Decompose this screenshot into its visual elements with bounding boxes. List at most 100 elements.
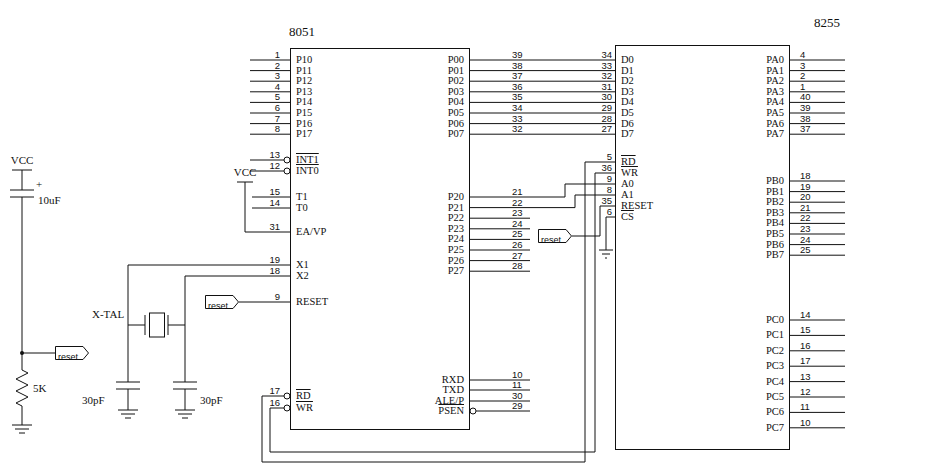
pin-number: 15 xyxy=(269,187,280,196)
pin-number: 2 xyxy=(800,71,805,80)
pin-name: P25 xyxy=(448,245,464,255)
signal-wire xyxy=(470,70,615,71)
pin-number: 28 xyxy=(601,114,612,123)
pin-number: 25 xyxy=(800,245,811,254)
pin-number: 8 xyxy=(607,185,612,194)
component-value: 30pF xyxy=(82,395,105,406)
pin-name: WR xyxy=(621,168,638,178)
pin-name: PB6 xyxy=(766,240,784,250)
pin-name: PA7 xyxy=(766,129,784,139)
capacitor-symbol xyxy=(10,190,34,197)
pin-number: 17 xyxy=(269,386,280,395)
pin-name: PB1 xyxy=(766,187,784,197)
pin-number: 30 xyxy=(512,391,523,400)
pin-number: 6 xyxy=(607,207,612,216)
pin-name: PB7 xyxy=(766,250,784,260)
pin-number: 37 xyxy=(512,71,523,80)
chip-title: 8255 xyxy=(814,16,840,30)
pin-number: 25 xyxy=(512,229,523,238)
pin-name: PC7 xyxy=(766,423,784,433)
pin-number: 24 xyxy=(800,235,811,244)
ic-chip: 8051 xyxy=(290,48,470,430)
pin-number: 9 xyxy=(275,292,280,301)
pin-number: 40 xyxy=(800,92,811,101)
pin-name: RESET xyxy=(296,297,328,307)
pin-number: 26 xyxy=(512,240,523,249)
net-label-flag: reset xyxy=(55,346,89,360)
inversion-bubble xyxy=(470,408,476,414)
pin-name: D4 xyxy=(621,97,634,107)
pin-name: PB3 xyxy=(766,208,784,218)
pin-name: WR xyxy=(296,403,313,413)
pin-number: 2 xyxy=(275,61,280,70)
component-name: X-TAL xyxy=(92,309,124,320)
pin-number: 38 xyxy=(512,61,523,70)
pin-name: P12 xyxy=(296,76,312,86)
pin-number: 38 xyxy=(800,114,811,123)
power-wiring xyxy=(237,182,290,232)
pin-number: 19 xyxy=(269,255,280,264)
pin-name: EA/VP xyxy=(296,227,326,237)
pin-number: 27 xyxy=(512,251,523,260)
pin-name: PC6 xyxy=(766,407,784,417)
pin-name: P17 xyxy=(296,129,312,139)
pin-number: 35 xyxy=(601,196,612,205)
chip-select-wiring xyxy=(606,217,615,250)
net-label-text: reset xyxy=(55,350,87,364)
pin-name: P06 xyxy=(448,119,464,129)
pin-name: PA0 xyxy=(766,55,784,65)
pin-name: PA5 xyxy=(766,108,784,118)
chip-title: 8051 xyxy=(289,25,315,39)
pin-name: CS xyxy=(621,212,634,222)
power-label: VCC xyxy=(11,155,34,166)
pin-name: D6 xyxy=(621,119,634,129)
pin-number: 24 xyxy=(512,219,523,228)
crystal-symbol xyxy=(150,313,165,337)
pin-name: T1 xyxy=(296,192,308,202)
pin-number: 34 xyxy=(512,103,523,112)
pin-name: A1 xyxy=(621,190,634,200)
signal-wire xyxy=(270,173,615,452)
pin-name: PA1 xyxy=(766,66,784,76)
pin-name: P23 xyxy=(448,224,464,234)
pin-name: PA6 xyxy=(766,119,784,129)
pin-name: P00 xyxy=(448,55,464,65)
pin-name: P04 xyxy=(448,97,464,107)
clock-wiring xyxy=(128,265,290,382)
pin-number: 10 xyxy=(800,418,811,427)
pin-name: T0 xyxy=(296,203,308,213)
pin-name: PC0 xyxy=(766,315,784,325)
pin-name: PC3 xyxy=(766,361,784,371)
ic-chip: 8255 xyxy=(615,45,790,450)
pin-name: PB4 xyxy=(766,218,784,228)
net-label-flag: reset xyxy=(538,229,572,243)
pin-number: 13 xyxy=(800,372,811,381)
pin-name: P22 xyxy=(448,213,464,223)
pin-name: D0 xyxy=(621,55,634,65)
pin-name: PC2 xyxy=(766,346,784,356)
pin-name: P14 xyxy=(296,97,312,107)
signal-wire xyxy=(470,113,615,114)
pin-number: 18 xyxy=(800,171,811,180)
pin-name: RXD xyxy=(442,375,464,385)
pin-name: PB2 xyxy=(766,197,784,207)
pin-number: 6 xyxy=(275,103,280,112)
power-label: VCC xyxy=(234,167,257,178)
signal-wire xyxy=(572,206,615,236)
pin-number: 34 xyxy=(601,50,612,59)
pin-name: PC5 xyxy=(766,392,784,402)
net-label-text: reset xyxy=(205,299,237,313)
pin-name: PA2 xyxy=(766,76,784,86)
signal-wire xyxy=(470,195,615,208)
pin-number: 21 xyxy=(512,187,523,196)
pin-name: P20 xyxy=(448,192,464,202)
pin-name: P21 xyxy=(448,203,464,213)
pin-number: 27 xyxy=(601,124,612,133)
pin-name: P26 xyxy=(448,256,464,266)
pin-number: 3 xyxy=(275,71,280,80)
pin-number: 29 xyxy=(512,401,523,410)
net-label-flag: reset xyxy=(205,295,239,309)
pin-number: 15 xyxy=(800,325,811,334)
